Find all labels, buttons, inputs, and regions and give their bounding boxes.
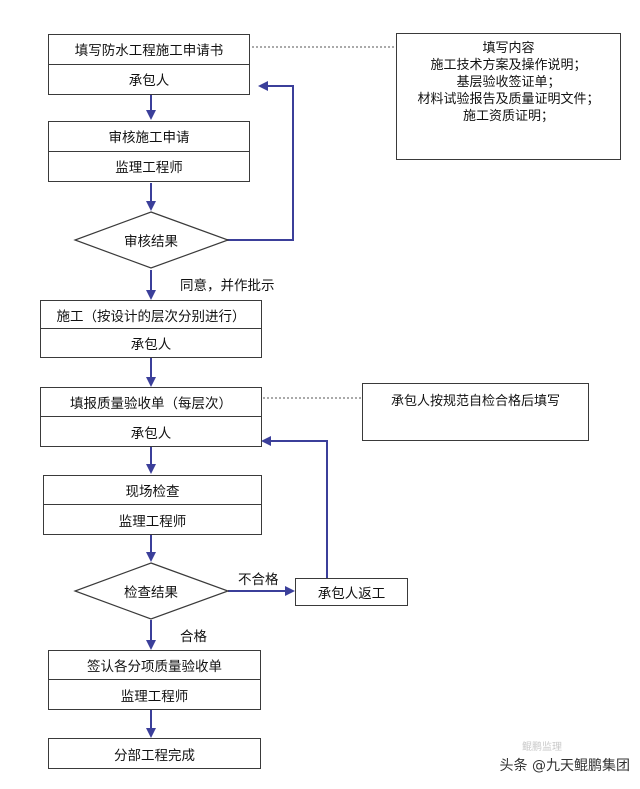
inspect-role: 监理工程师 xyxy=(118,513,187,530)
self-check-note-text: 承包人按规范自检合格后填写 xyxy=(390,394,560,409)
review-box: 审核施工申请 监理工程师 xyxy=(48,121,250,182)
complete-label: 分部工程完成 xyxy=(114,747,195,764)
apply-title: 填写防水工程施工申请书 xyxy=(49,35,249,65)
check-decision-label: 检查结果 xyxy=(124,585,178,601)
review-decision-diamond xyxy=(73,211,230,269)
apply-box: 填写防水工程施工申请书 承包人 xyxy=(48,34,250,95)
content-note-line: 填写内容 xyxy=(482,41,535,56)
sign-title: 签认各分项质量验收单 xyxy=(49,651,260,680)
check-decision-diamond xyxy=(73,562,230,620)
rework-label: 承包人返工 xyxy=(317,586,386,602)
construct-role: 承包人 xyxy=(130,337,172,353)
construct-box: 施工（按设计的层次分别进行） 承包人 xyxy=(40,300,262,358)
fail-label: 不合格 xyxy=(238,572,279,588)
content-note-line: 施工技术方案及操作说明； xyxy=(430,58,587,73)
review-role: 监理工程师 xyxy=(115,160,183,177)
arrow-reject-back-to-apply xyxy=(226,81,294,241)
report-title: 填报质量验收单（每层次） xyxy=(41,388,261,417)
inspect-box: 现场检查 监理工程师 xyxy=(43,475,262,535)
watermark: 头条 @九天鲲鹏集团 xyxy=(499,758,630,774)
content-note: 填写内容 施工技术方案及操作说明； 基层验收签证单； 材料试验报告及质量证明文件… xyxy=(396,33,621,160)
review-decision-label: 审核结果 xyxy=(124,234,178,250)
sign-box: 签认各分项质量验收单 监理工程师 xyxy=(48,650,261,710)
watermark-ghost: 鲲鹏监理 xyxy=(522,742,562,753)
content-note-line: 施工资质证明； xyxy=(462,109,554,124)
report-role: 承包人 xyxy=(130,425,172,442)
rework-box: 承包人返工 xyxy=(295,578,408,606)
arrow-rework-back-to-report xyxy=(261,436,328,578)
construct-title: 施工（按设计的层次分别进行） xyxy=(41,301,261,329)
complete-box: 分部工程完成 xyxy=(48,738,261,769)
self-check-note: 承包人按规范自检合格后填写 xyxy=(362,383,589,441)
inspect-title: 现场检查 xyxy=(44,476,261,505)
sign-role: 监理工程师 xyxy=(120,688,189,705)
pass-label: 合格 xyxy=(180,629,207,645)
report-box: 填报质量验收单（每层次） 承包人 xyxy=(40,387,262,447)
approve-label: 同意，并作批示 xyxy=(180,278,275,294)
content-note-line: 基层验收签证单； xyxy=(456,75,561,90)
apply-role: 承包人 xyxy=(128,73,170,90)
content-note-line: 材料试验报告及质量证明文件； xyxy=(417,92,600,107)
review-title: 审核施工申请 xyxy=(49,122,249,152)
